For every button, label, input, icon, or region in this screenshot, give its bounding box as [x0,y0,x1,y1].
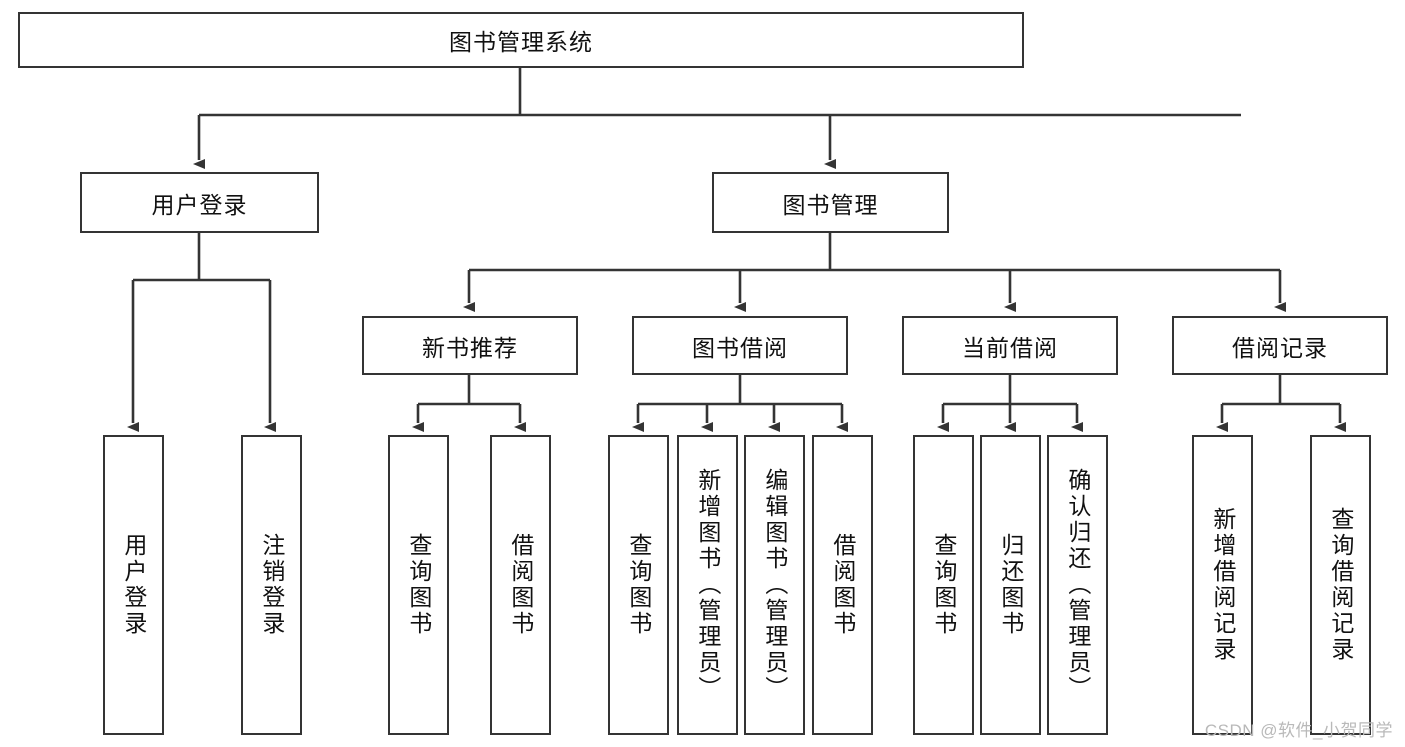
node-book-borrow[interactable]: 图书借阅 [632,316,848,375]
leaf-query-borrow-record-label: 查询借阅记录 [1327,507,1354,663]
watermark: CSDN @软件_小贺同学 [1204,721,1393,740]
leaf-add-book-admin[interactable]: 新增图书（管理员） [677,435,738,735]
leaf-query-borrow-record[interactable]: 查询借阅记录 [1310,435,1371,735]
leaf-query-book-2[interactable]: 查询图书 [608,435,669,735]
leaf-user-login[interactable]: 用户登录 [103,435,164,735]
node-book-manage-label: 图书管理 [782,191,879,218]
leaf-borrow-book-2[interactable]: 借阅图书 [812,435,873,735]
node-user-login-label: 用户登录 [151,191,248,218]
leaf-borrow-book-1-label: 借阅图书 [507,533,534,637]
leaf-borrow-book-2-label: 借阅图书 [829,533,856,637]
leaf-logout-login-label: 注销登录 [258,533,285,637]
node-new-book-rec-label: 新书推荐 [422,334,518,361]
leaf-query-book-3-label: 查询图书 [930,533,957,637]
leaf-add-borrow-record[interactable]: 新增借阅记录 [1192,435,1253,735]
leaf-logout-login[interactable]: 注销登录 [241,435,302,735]
leaf-user-login-label: 用户登录 [120,533,147,637]
leaf-confirm-return-admin[interactable]: 确认归还（管理员） [1047,435,1108,735]
leaf-confirm-return-admin-label: 确认归还（管理员） [1064,468,1091,702]
leaf-return-book-label: 归还图书 [997,533,1024,637]
node-book-borrow-label: 图书借阅 [692,334,788,361]
node-user-login[interactable]: 用户登录 [80,172,319,233]
node-borrow-record-label: 借阅记录 [1232,334,1328,361]
node-root[interactable]: 图书管理系统 [18,12,1024,68]
node-new-book-rec[interactable]: 新书推荐 [362,316,578,375]
leaf-return-book[interactable]: 归还图书 [980,435,1041,735]
leaf-query-book-1-label: 查询图书 [405,533,432,637]
node-book-manage[interactable]: 图书管理 [712,172,949,233]
leaf-edit-book-admin-label: 编辑图书（管理员） [761,468,788,702]
leaf-query-book-2-label: 查询图书 [625,533,652,637]
leaf-query-book-3[interactable]: 查询图书 [913,435,974,735]
node-root-label: 图书管理系统 [449,29,593,55]
leaf-borrow-book-1[interactable]: 借阅图书 [490,435,551,735]
leaf-add-book-admin-label: 新增图书（管理员） [694,468,721,702]
node-current-borrow-label: 当前借阅 [962,334,1058,361]
leaf-edit-book-admin[interactable]: 编辑图书（管理员） [744,435,805,735]
leaf-query-book-1[interactable]: 查询图书 [388,435,449,735]
node-current-borrow[interactable]: 当前借阅 [902,316,1118,375]
node-borrow-record[interactable]: 借阅记录 [1172,316,1388,375]
leaf-add-borrow-record-label: 新增借阅记录 [1209,507,1236,663]
